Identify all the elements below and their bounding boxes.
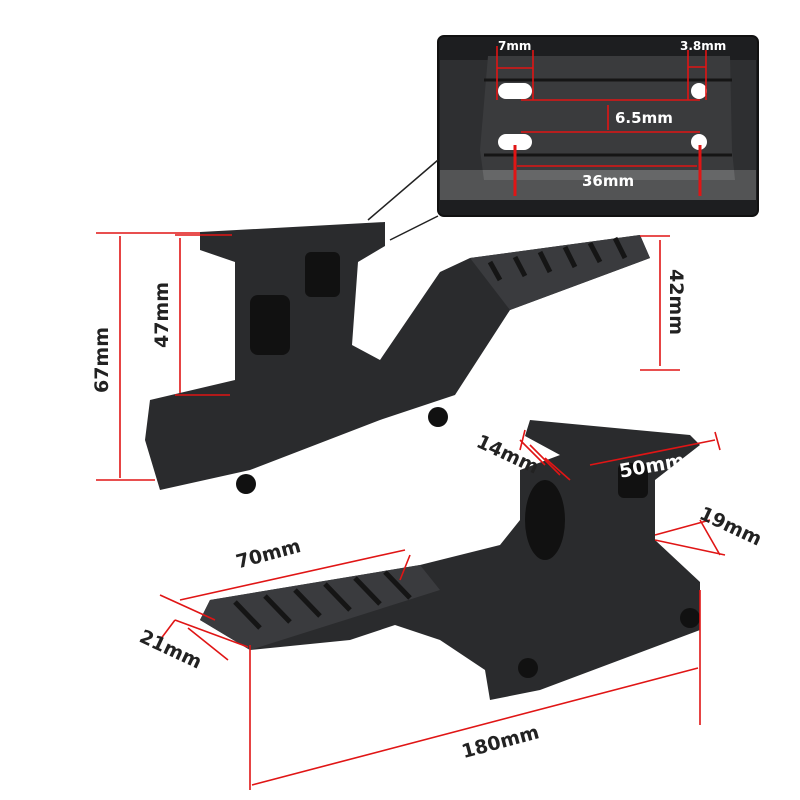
optic-height-label: 47mm xyxy=(151,282,173,348)
base-width-label: 19mm xyxy=(696,503,765,551)
hole-diameter-label: 3.8mm xyxy=(680,39,726,53)
rail-length-label: 70mm xyxy=(234,535,303,573)
upper-mount xyxy=(145,222,650,494)
lower-mount xyxy=(200,420,700,700)
row-spacing-label: 6.5mm xyxy=(615,109,673,127)
hole-spacing-label: 36mm xyxy=(582,172,634,190)
slot-width-label: 7mm xyxy=(498,39,531,53)
total-height-label: 67mm xyxy=(91,327,113,393)
rail-height-label: 42mm xyxy=(665,269,687,335)
dimension-lines xyxy=(96,232,726,790)
inset-detail: 7mm 3.8mm 6.5mm 36mm xyxy=(367,35,759,241)
